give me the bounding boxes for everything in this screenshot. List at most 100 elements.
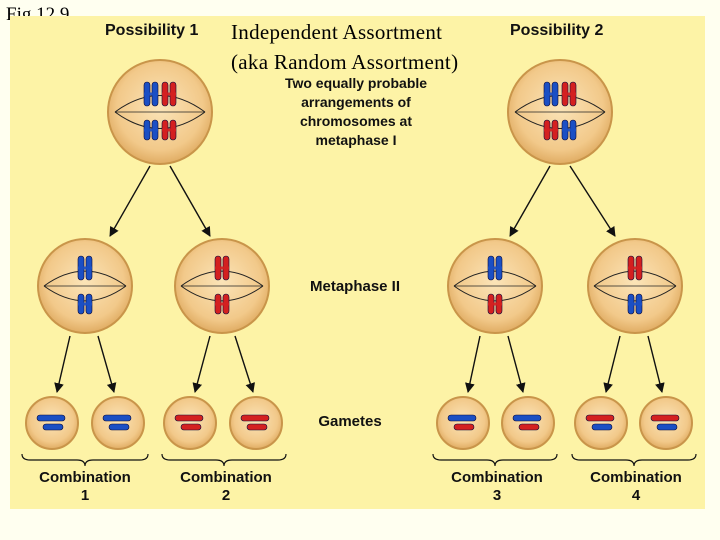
chromosome — [512, 414, 542, 422]
arrow — [54, 335, 71, 393]
chromosome — [214, 255, 230, 281]
combination-text: Combination — [590, 469, 682, 486]
chromosome — [42, 423, 64, 431]
cell-membrane — [25, 396, 79, 450]
arrow — [234, 335, 255, 393]
chromosome — [627, 255, 643, 281]
chromosome — [591, 423, 613, 431]
chromosome — [447, 414, 477, 422]
cell-membrane — [91, 396, 145, 450]
chromosome — [77, 255, 93, 281]
chromosome — [627, 293, 643, 315]
chromosome — [161, 119, 177, 141]
chromosome — [214, 293, 230, 315]
meiosis-diagram — [21, 59, 697, 467]
combination-text: Combination — [451, 469, 543, 486]
chromosome — [36, 414, 66, 422]
braces-layer — [21, 453, 697, 467]
chromosome — [650, 414, 680, 422]
spindle-fiber — [593, 285, 677, 302]
chromatid — [656, 423, 678, 431]
chromosome — [518, 423, 540, 431]
chromosome — [585, 414, 615, 422]
centromere — [488, 266, 502, 270]
chromosome — [108, 423, 130, 431]
chromosome — [143, 81, 159, 107]
spindle-fiber — [593, 270, 677, 287]
centromere — [78, 266, 92, 270]
cell-membrane — [574, 396, 628, 450]
combination-2-label: Combination 2 — [166, 469, 286, 505]
title-line-1: Independent Assortment — [231, 20, 443, 44]
chromosome — [174, 414, 204, 422]
chromosome — [161, 81, 177, 107]
combination-4-label: Combination 4 — [576, 469, 696, 505]
arrow — [465, 335, 481, 393]
centromere — [78, 302, 92, 306]
cells-layer — [25, 59, 693, 450]
spindle-fiber — [114, 111, 206, 129]
centromere — [144, 128, 158, 132]
centromere — [628, 266, 642, 270]
caption-line: arrangements of — [301, 94, 411, 110]
chromatid — [453, 423, 475, 431]
gamete — [25, 396, 79, 450]
combination-brace — [161, 453, 287, 467]
chromatid — [240, 414, 270, 422]
chromatid — [447, 414, 477, 422]
arrows-layer — [54, 165, 665, 393]
metaphase-1-caption: Two equally probable arrangements of chr… — [250, 74, 462, 150]
combination-brace — [571, 453, 697, 467]
chromatid — [518, 423, 540, 431]
combination-text: Combination — [180, 469, 272, 486]
chromosome — [561, 81, 577, 107]
gamete — [91, 396, 145, 450]
metaphase-1-cell-possibility-2 — [507, 59, 613, 165]
chromatid — [585, 414, 615, 422]
combination-brace — [432, 453, 558, 467]
caption-line: metaphase I — [315, 132, 397, 148]
spindle-fiber — [43, 270, 127, 287]
spindle-fiber — [180, 270, 264, 287]
centromere — [144, 92, 158, 96]
chromatid — [180, 423, 202, 431]
diagram-panel: Possibility 1 Possibility 2 Independent … — [10, 16, 705, 509]
combination-number: 4 — [631, 487, 641, 504]
spindle-fiber — [43, 285, 127, 302]
cell-membrane — [436, 396, 490, 450]
arrow — [109, 165, 151, 237]
arrow — [569, 165, 616, 237]
metaphase-2-cell-3 — [447, 238, 543, 334]
spindle-fiber — [453, 285, 537, 302]
chromosome — [102, 414, 132, 422]
gamete — [574, 396, 628, 450]
centromere — [215, 302, 229, 306]
centromere — [215, 266, 229, 270]
gametes-caption: Gametes — [318, 413, 382, 430]
centromere — [162, 92, 176, 96]
metaphase-2-caption: Metaphase II — [309, 278, 401, 295]
gamete — [639, 396, 693, 450]
centromere — [628, 302, 642, 306]
chromatid — [512, 414, 542, 422]
gamete — [436, 396, 490, 450]
combination-3-label: Combination 3 — [437, 469, 557, 505]
cell-membrane — [639, 396, 693, 450]
chromatid — [36, 414, 66, 422]
arrow — [169, 165, 211, 237]
chromosome — [246, 423, 268, 431]
arrow — [97, 335, 117, 393]
metaphase-2-cell-4 — [587, 238, 683, 334]
chromatid — [108, 423, 130, 431]
chromosome — [143, 119, 159, 141]
chromatid — [246, 423, 268, 431]
chromosome — [487, 255, 503, 281]
combination-brace — [21, 453, 149, 467]
chromosome — [656, 423, 678, 431]
caption-line: chromosomes at — [299, 113, 413, 129]
arrow — [507, 335, 526, 393]
gamete — [501, 396, 555, 450]
gamete — [229, 396, 283, 450]
spindle-fiber — [514, 95, 606, 113]
arrow — [509, 165, 551, 237]
